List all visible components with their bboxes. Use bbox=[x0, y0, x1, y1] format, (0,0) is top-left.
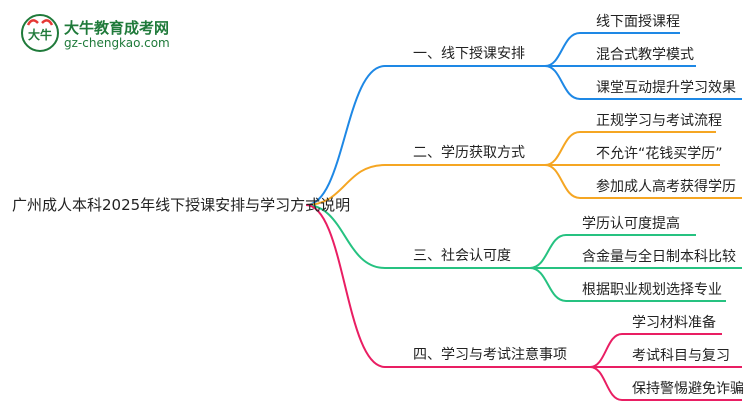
connector-b1-c3 bbox=[544, 65, 581, 100]
leaf-3-3: 根据职业规划选择专业 bbox=[582, 282, 722, 298]
connector-b3-c1 bbox=[529, 234, 567, 269]
connector-b4-c1 bbox=[589, 333, 623, 368]
leaf-2-1: 正规学习与考试流程 bbox=[596, 113, 722, 129]
leaf-4-1: 学习材料准备 bbox=[632, 315, 716, 331]
leaf-1-1: 线下面授课程 bbox=[596, 14, 680, 30]
logo-title: 大牛教育成考网 bbox=[64, 19, 170, 37]
leaf-4-2: 考试科目与复习 bbox=[632, 348, 730, 364]
connector-b1-c1 bbox=[544, 32, 581, 67]
connector-root-branch-2 bbox=[305, 164, 386, 206]
connector-b2-c1 bbox=[544, 131, 581, 166]
connector-root-branch-3 bbox=[305, 204, 386, 269]
leaf-2-2: 不允许“花钱买学历” bbox=[596, 146, 723, 162]
leaf-2-3: 参加成人高考获得学历 bbox=[596, 179, 736, 195]
connector-b3-c3 bbox=[529, 267, 567, 302]
bull-logo-icon: 大牛 bbox=[21, 14, 59, 52]
logo-url: gz-chengkao.com bbox=[64, 36, 170, 50]
leaf-3-2: 含金量与全日制本科比较 bbox=[582, 249, 736, 265]
connector-root-branch-4 bbox=[305, 204, 386, 368]
svg-text:大牛: 大牛 bbox=[28, 27, 52, 42]
branch-label-2: 二、学历获取方式 bbox=[413, 145, 525, 161]
leaf-1-2: 混合式教学模式 bbox=[596, 47, 694, 63]
leaf-1-3: 课堂互动提升学习效果 bbox=[596, 80, 736, 96]
mindmap-root: 广州成人本科2025年线下授课安排与学习方式说明 bbox=[12, 196, 351, 214]
branch-label-3: 三、社会认可度 bbox=[413, 248, 511, 264]
connector-b2-c3 bbox=[544, 164, 581, 199]
connector-root-branch-1 bbox=[305, 65, 386, 206]
connector-b4-c3 bbox=[589, 366, 623, 401]
branch-label-4: 四、学习与考试注意事项 bbox=[413, 347, 567, 363]
leaf-3-1: 学历认可度提高 bbox=[582, 216, 680, 232]
site-logo[interactable]: 大牛 大牛教育成考网 gz-chengkao.com bbox=[20, 13, 220, 57]
branch-label-1: 一、线下授课安排 bbox=[413, 46, 525, 62]
leaf-4-3: 保持警惕避免诈骗 bbox=[632, 381, 744, 397]
